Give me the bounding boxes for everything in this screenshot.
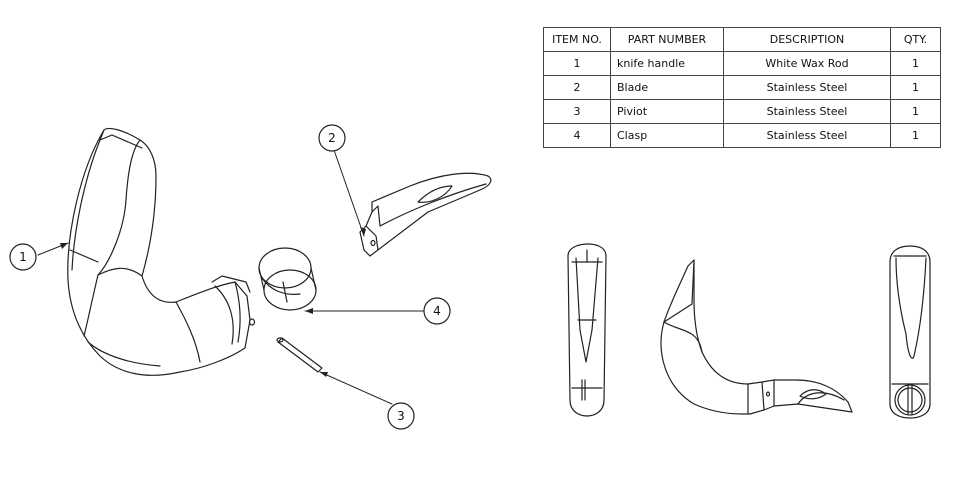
front-view bbox=[567, 243, 607, 417]
bom-qty: 1 bbox=[890, 123, 941, 148]
bom-description: Stainless Steel bbox=[723, 75, 891, 100]
balloon-2-label: 2 bbox=[328, 131, 336, 145]
bom-header-qty: QTY. bbox=[890, 27, 941, 52]
bill-of-materials-table: ITEM NO. PART NUMBER DESCRIPTION QTY. 1 … bbox=[543, 27, 941, 148]
bom-part-number: Piviot bbox=[610, 99, 724, 124]
side-view bbox=[660, 259, 853, 415]
bom-description: White Wax Rod bbox=[723, 51, 891, 76]
bom-qty: 1 bbox=[890, 99, 941, 124]
balloon-4: 4 bbox=[423, 297, 451, 325]
bom-description: Stainless Steel bbox=[723, 123, 891, 148]
balloon-4-label: 4 bbox=[433, 304, 441, 318]
bom-qty: 1 bbox=[890, 51, 941, 76]
bom-header-item-no: ITEM NO. bbox=[543, 27, 611, 52]
bom-item-no: 3 bbox=[543, 99, 611, 124]
bom-header-part-number: PART NUMBER bbox=[610, 27, 724, 52]
balloon-1: 1 bbox=[9, 243, 37, 271]
bom-part-number: Blade bbox=[610, 75, 724, 100]
bom-header-row: ITEM NO. PART NUMBER DESCRIPTION QTY. bbox=[543, 27, 941, 52]
leader-arrows bbox=[60, 227, 366, 377]
bom-header-description: DESCRIPTION bbox=[723, 27, 891, 52]
pivot-part bbox=[276, 337, 323, 373]
balloon-leaders bbox=[37, 149, 425, 405]
balloon-1-label: 1 bbox=[19, 250, 27, 264]
bom-part-number: knife handle bbox=[610, 51, 724, 76]
bom-part-number: Clasp bbox=[610, 123, 724, 148]
end-view bbox=[889, 245, 931, 419]
bom-qty: 1 bbox=[890, 75, 941, 100]
table-row: 3 Piviot Stainless Steel 1 bbox=[543, 99, 941, 124]
table-row: 1 knife handle White Wax Rod 1 bbox=[543, 51, 941, 76]
clasp-part bbox=[258, 247, 317, 311]
table-row: 4 Clasp Stainless Steel 1 bbox=[543, 123, 941, 148]
handle-part bbox=[67, 127, 256, 376]
bom-description: Stainless Steel bbox=[723, 99, 891, 124]
bom-item-no: 1 bbox=[543, 51, 611, 76]
table-row: 2 Blade Stainless Steel 1 bbox=[543, 75, 941, 100]
balloon-3-label: 3 bbox=[397, 409, 405, 423]
bom-item-no: 4 bbox=[543, 123, 611, 148]
balloon-2: 2 bbox=[318, 124, 346, 152]
balloon-3: 3 bbox=[387, 402, 415, 430]
blade-part bbox=[359, 172, 492, 257]
bom-item-no: 2 bbox=[543, 75, 611, 100]
